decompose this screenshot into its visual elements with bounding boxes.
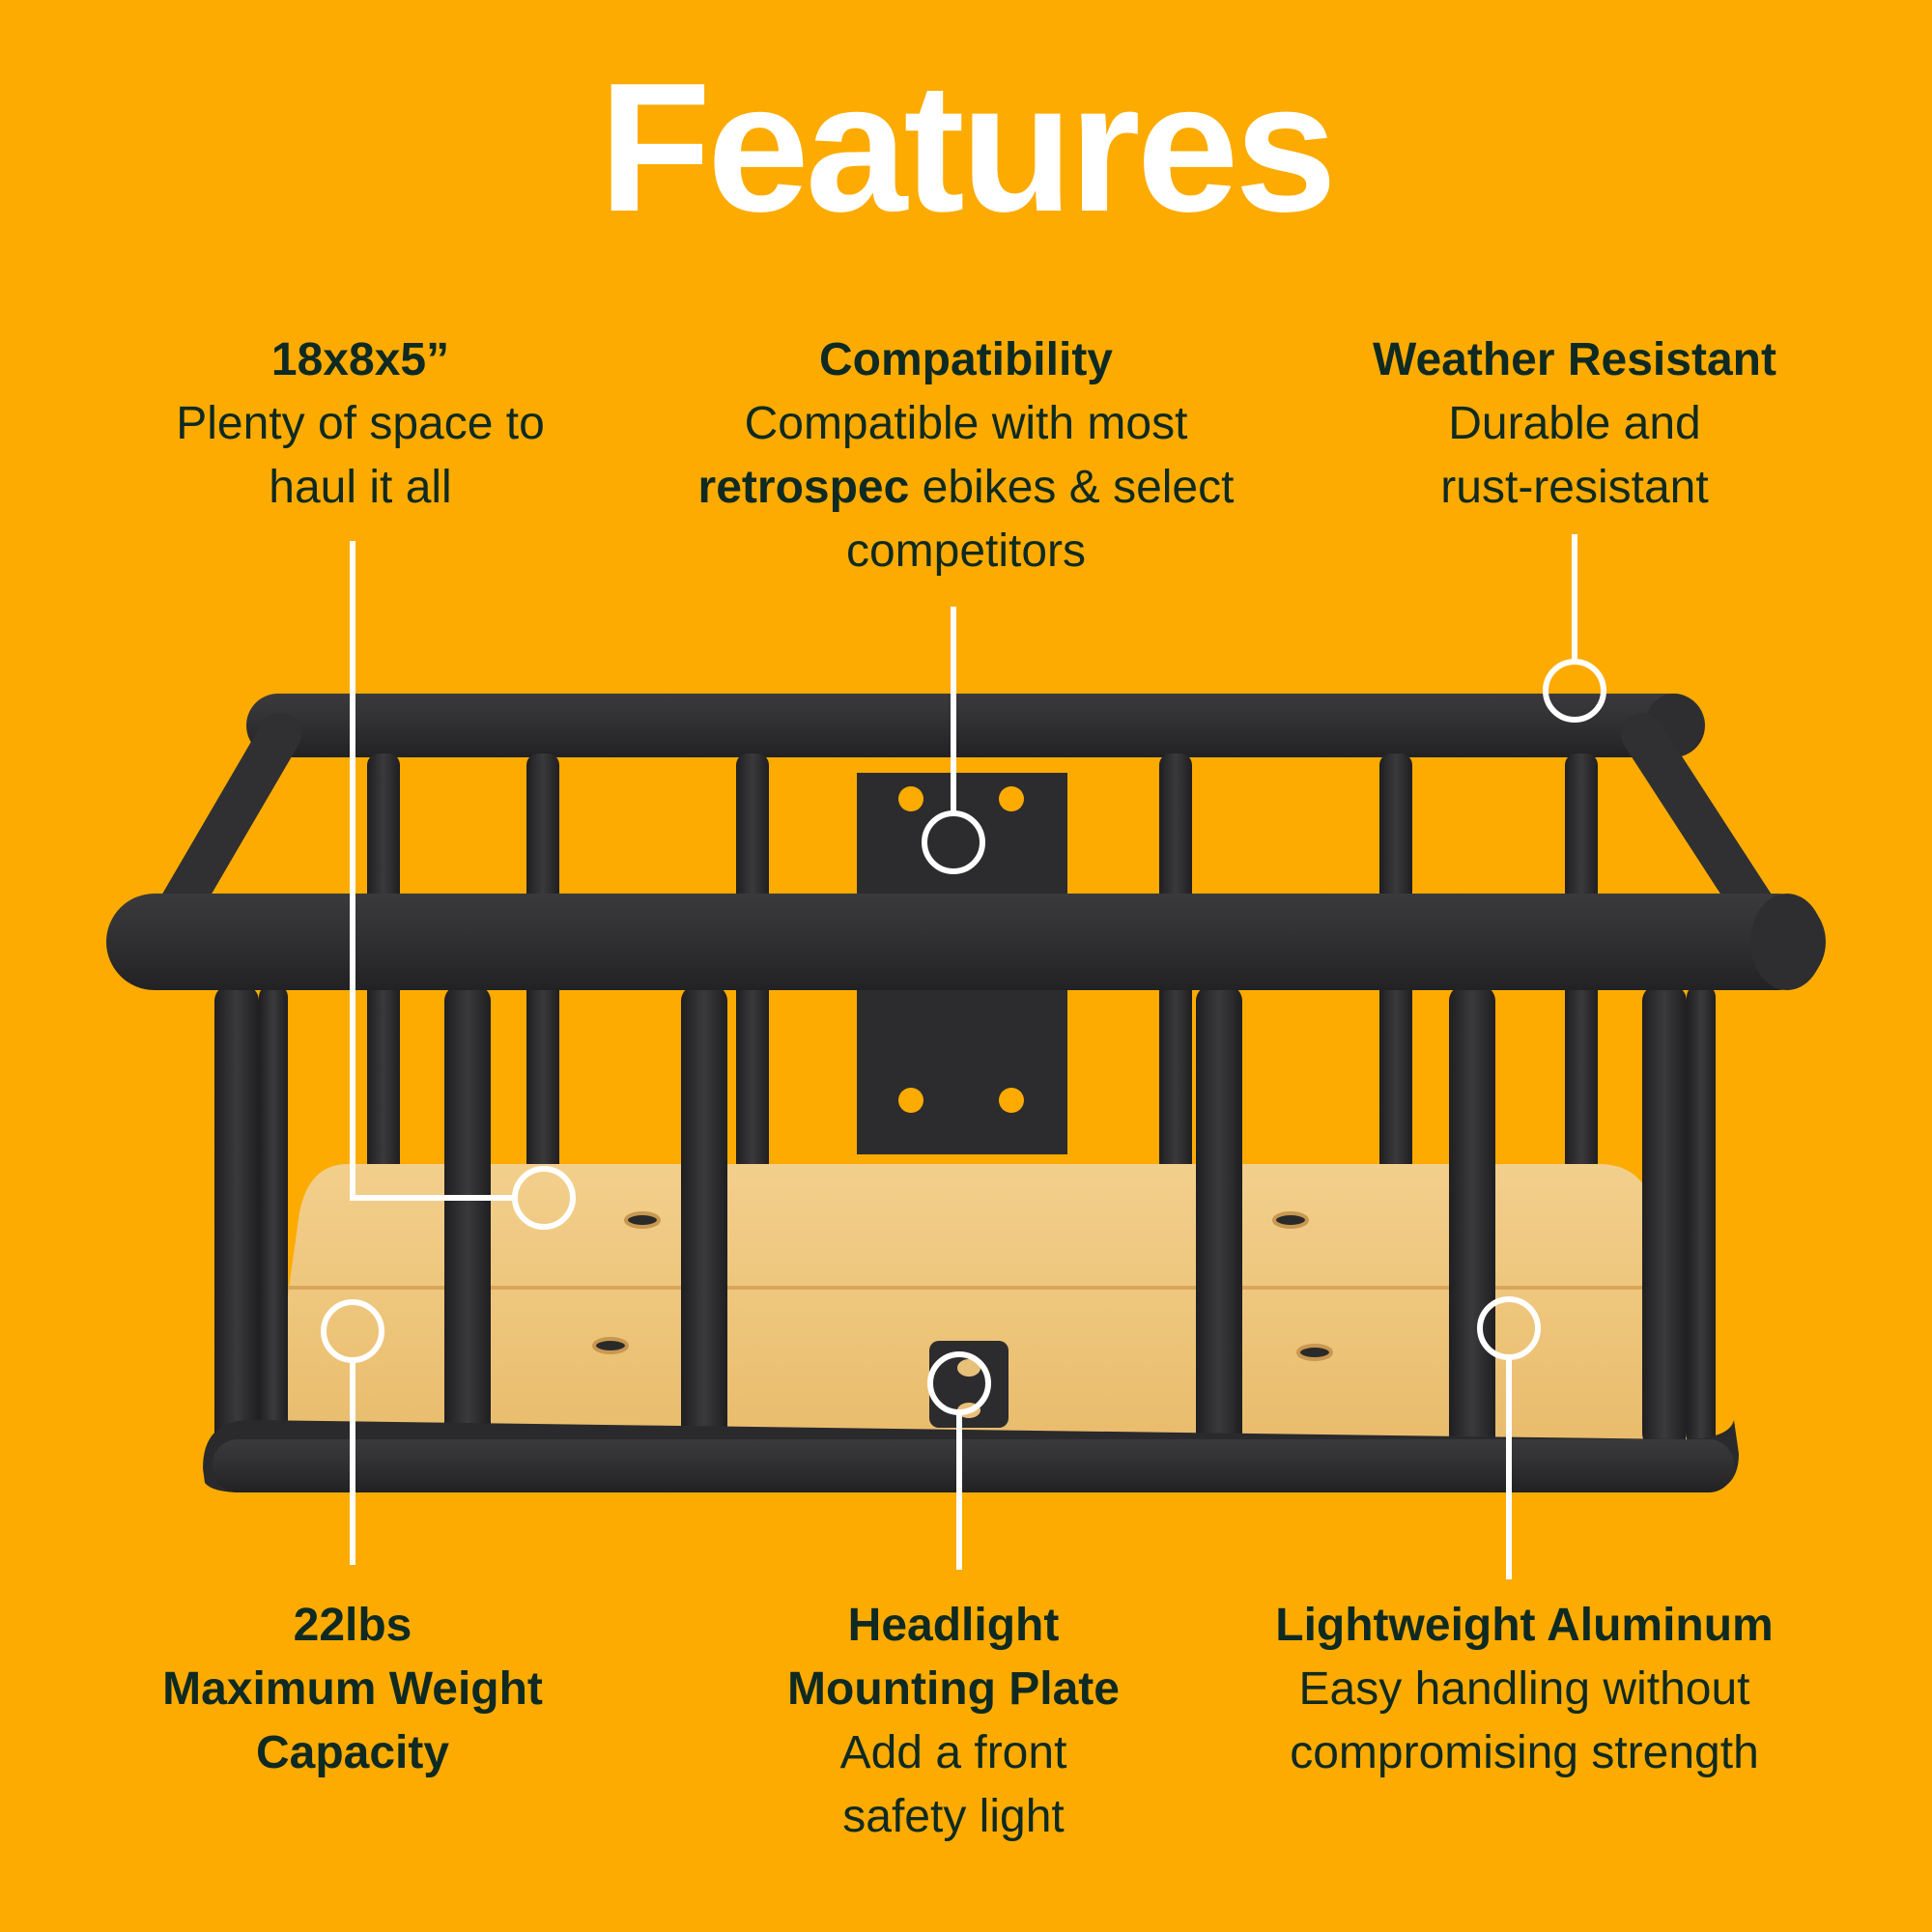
bottom-rail <box>213 1439 1734 1492</box>
callout-size-heading: 18x8x5” <box>270 334 450 385</box>
brand-name: retrospec <box>697 462 910 513</box>
callout-weather-heading: Weather Resistant <box>1373 334 1776 385</box>
page-title: Features <box>598 45 1337 250</box>
callout-headlight: Headlight Mounting Plate Add a front saf… <box>712 1594 1195 1849</box>
callout-weather: Weather Resistant Durable and rust-resis… <box>1333 328 1816 520</box>
callout-size-text-1: Plenty of space to <box>176 398 545 449</box>
callout-compatibility-text-1: Compatible with most <box>744 398 1188 449</box>
callout-weather-text-1: Durable and <box>1448 398 1701 449</box>
front-top-rail <box>106 894 1826 990</box>
callout-headlight-text-1: Add a front <box>839 1727 1067 1778</box>
callout-capacity-heading-3: Capacity <box>255 1727 450 1778</box>
callout-compatibility-text-2: retrospec ebikes & select <box>628 456 1304 520</box>
callout-compatibility: Compatibility Compatible with most retro… <box>628 328 1304 583</box>
callout-aluminum-text-1: Easy handling without <box>1298 1663 1750 1715</box>
callout-headlight-heading-1: Headlight <box>847 1600 1060 1651</box>
callout-compatibility-text-3: competitors <box>845 526 1087 577</box>
callout-compatibility-heading: Compatibility <box>818 334 1113 385</box>
callout-headlight-text-2: safety light <box>842 1791 1065 1842</box>
callout-capacity-heading-2: Maximum Weight <box>162 1663 543 1715</box>
callout-compatibility-text-2-rest: ebikes & select <box>909 462 1235 513</box>
callout-headlight-heading-2: Mounting Plate <box>787 1663 1120 1715</box>
callout-capacity-heading-1: 22lbs <box>293 1600 412 1651</box>
callout-aluminum-text-2: compromising strength <box>1290 1727 1759 1778</box>
back-top-rail <box>246 694 1705 757</box>
side-tubes <box>157 713 1779 934</box>
bamboo-floor <box>270 1164 1699 1444</box>
callout-size: 18x8x5” Plenty of space to haul it all <box>119 328 602 520</box>
callout-weather-text-2: rust-resistant <box>1440 462 1709 513</box>
callout-aluminum: Lightweight Aluminum Easy handling witho… <box>1235 1594 1814 1785</box>
callout-size-text-2: haul it all <box>269 462 452 513</box>
callout-lines <box>321 534 1606 1579</box>
front-bars <box>214 985 1716 1468</box>
callout-capacity: 22lbs Maximum Weight Capacity <box>111 1594 594 1785</box>
callout-aluminum-heading: Lightweight Aluminum <box>1275 1600 1774 1651</box>
